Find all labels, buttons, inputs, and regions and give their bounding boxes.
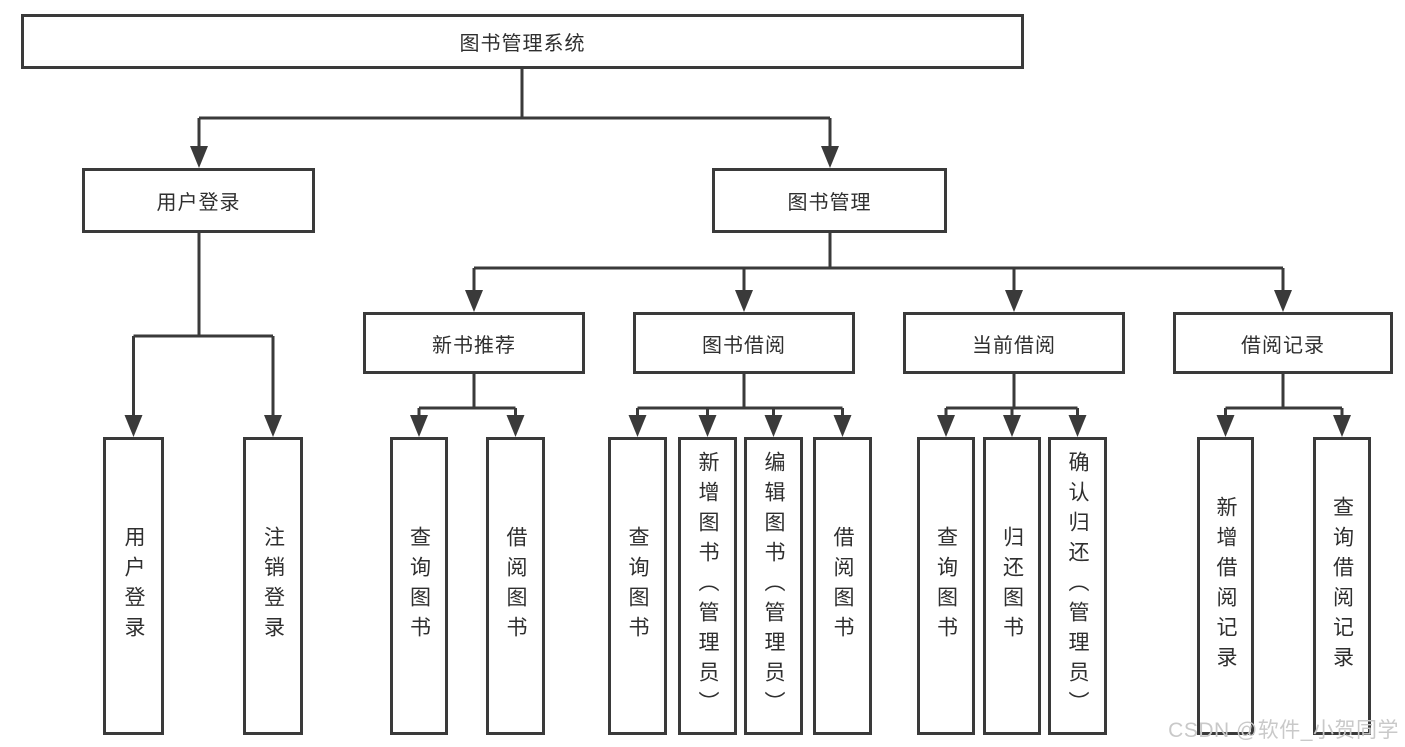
node-book-management: 图书管理 — [712, 168, 947, 233]
node-label: 用户登录 — [122, 526, 145, 646]
leaf-edit-book-admin: 编辑图书（管理员） — [744, 437, 803, 735]
node-label: 查询图书 — [934, 526, 958, 646]
leaf-add-book-admin: 新增图书（管理员） — [678, 437, 737, 735]
node-label: 新增借阅记录 — [1214, 496, 1237, 676]
node-label: 新增图书（管理员） — [696, 451, 719, 721]
node-label: 借阅图书 — [504, 526, 527, 646]
node-label: 图书借阅 — [702, 334, 786, 357]
leaf-query-books-recommend: 查询图书 — [390, 437, 448, 735]
node-label: 借阅记录 — [1241, 334, 1325, 357]
node-label: 借阅图书 — [831, 526, 854, 646]
leaf-query-books-borrowing: 查询图书 — [608, 437, 667, 735]
node-label: 图书管理 — [787, 192, 872, 214]
node-label: 图书管理系统 — [459, 33, 586, 55]
node-label: 归还图书 — [1000, 526, 1024, 646]
node-library-management-system: 图书管理系统 — [21, 14, 1024, 69]
node-label: 查询图书 — [626, 526, 649, 646]
node-label: 确认归还（管理员） — [1066, 451, 1089, 721]
csdn-watermark: CSDN @软件_小贺同学 — [1168, 719, 1399, 742]
node-current-borrowing: 当前借阅 — [903, 312, 1125, 374]
leaf-add-borrow-record: 新增借阅记录 — [1197, 437, 1254, 735]
node-label: 新书推荐 — [432, 334, 516, 357]
leaf-borrow-books-borrowing: 借阅图书 — [813, 437, 872, 735]
node-label: 查询借阅记录 — [1330, 496, 1354, 676]
leaf-borrow-books-recommend: 借阅图书 — [486, 437, 545, 735]
node-book-borrowing: 图书借阅 — [633, 312, 855, 374]
leaf-query-books-current: 查询图书 — [917, 437, 975, 735]
leaf-query-borrow-record: 查询借阅记录 — [1313, 437, 1371, 735]
node-label: 用户登录 — [156, 192, 241, 214]
leaf-confirm-return-admin: 确认归还（管理员） — [1048, 437, 1107, 735]
node-label: 当前借阅 — [972, 334, 1056, 357]
node-borrow-records: 借阅记录 — [1173, 312, 1393, 374]
leaf-return-books: 归还图书 — [983, 437, 1041, 735]
leaf-logout: 注销登录 — [243, 437, 303, 735]
node-label: 查询图书 — [407, 526, 431, 646]
leaf-user-login: 用户登录 — [103, 437, 164, 735]
node-label: 注销登录 — [261, 526, 285, 646]
node-new-book-recommend: 新书推荐 — [363, 312, 585, 374]
node-user-login: 用户登录 — [82, 168, 315, 233]
node-label: 编辑图书（管理员） — [762, 451, 785, 721]
